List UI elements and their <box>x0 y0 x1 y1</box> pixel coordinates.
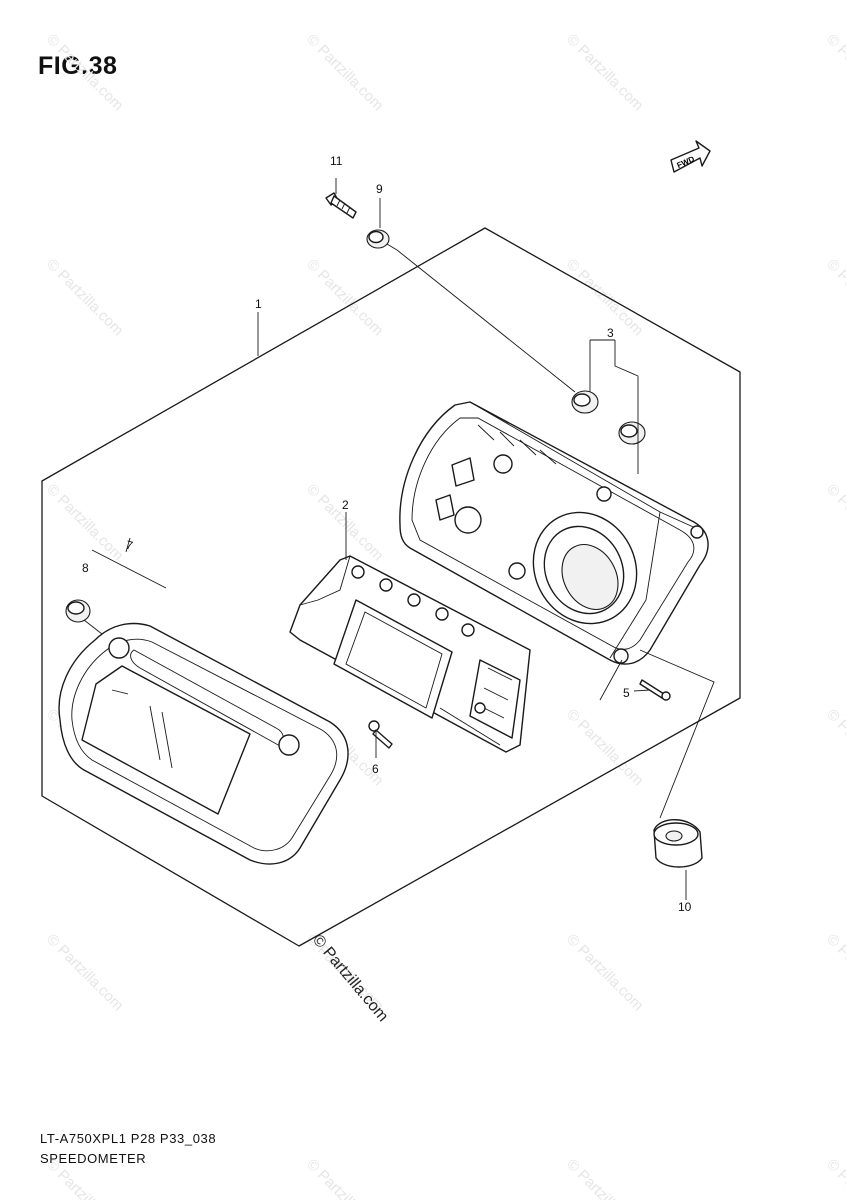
circuit-board-part-2 <box>289 555 531 753</box>
watermark-tile-0-2: © Partzilla.com <box>563 31 646 114</box>
watermark-tile-1-1: © Partzilla.com <box>303 256 386 339</box>
watermark-tile-2-0: © Partzilla.com <box>43 481 126 564</box>
callout-10: 10 <box>678 900 692 914</box>
watermark-tile-2-1: © Partzilla.com <box>303 481 386 564</box>
watermark-tile-1-2: © Partzilla.com <box>563 256 646 339</box>
watermark-tile-5-3: © Partzilla.com <box>823 1156 846 1200</box>
watermark-tile-0-3: © Partzilla.com <box>823 31 846 114</box>
cushion-part-8 <box>65 599 103 635</box>
screw-part-5 <box>639 679 671 701</box>
leader-lines <box>91 178 715 900</box>
front-cover-part-7 <box>58 622 349 865</box>
assembly-outline <box>41 227 741 947</box>
watermark-tile-2-3: © Partzilla.com <box>823 481 846 564</box>
leader-9-to-3 <box>396 249 576 393</box>
figure-name: SPEEDOMETER <box>40 1151 147 1166</box>
fig-title: FIG.38 <box>38 52 118 80</box>
watermark-tile-3-2: © Partzilla.com <box>563 706 646 789</box>
watermark-tile-0-1: © Partzilla.com <box>303 31 386 114</box>
watermark-tile-3-3: © Partzilla.com <box>823 706 846 789</box>
callout-5: 5 <box>623 686 630 700</box>
grommet-part-3 <box>571 390 646 445</box>
watermark-tile-4-0: © Partzilla.com <box>43 931 126 1014</box>
callout-7: 7 <box>124 538 134 553</box>
front-arrow-icon: FWD <box>670 140 711 173</box>
callout-8: 8 <box>82 561 89 575</box>
callout-11: 11 <box>330 154 343 168</box>
callout-9: 9 <box>376 182 383 196</box>
callout-labels: 1 2 3 5 6 7 8 9 10 11 <box>82 154 692 914</box>
callout-6: 6 <box>372 762 379 776</box>
callout-2: 2 <box>342 498 349 512</box>
screw-part-6 <box>368 720 393 749</box>
callout-1: 1 <box>255 297 262 311</box>
watermark-tile-1-0: © Partzilla.com <box>43 256 126 339</box>
watermark-tile-0-0: © Partzilla.com <box>43 31 126 114</box>
watermark-tile-5-1: © Partzilla.com <box>303 1156 386 1200</box>
figure-code: LT-A750XPL1 P28 P33_038 <box>40 1131 217 1146</box>
rear-housing <box>399 401 709 665</box>
callout-3: 3 <box>607 326 614 340</box>
watermark-tile-4-2: © Partzilla.com <box>563 931 646 1014</box>
bolt-part-11 <box>325 192 357 219</box>
watermark-tile-5-2: © Partzilla.com <box>563 1156 646 1200</box>
watermark-tile-1-3: © Partzilla.com <box>823 256 846 339</box>
watermark-tile-4-3: © Partzilla.com <box>823 931 846 1014</box>
partzilla-watermark: © Partzilla.com <box>309 932 391 1026</box>
damper-part-10 <box>653 819 703 868</box>
grommet-part-9 <box>366 229 398 251</box>
